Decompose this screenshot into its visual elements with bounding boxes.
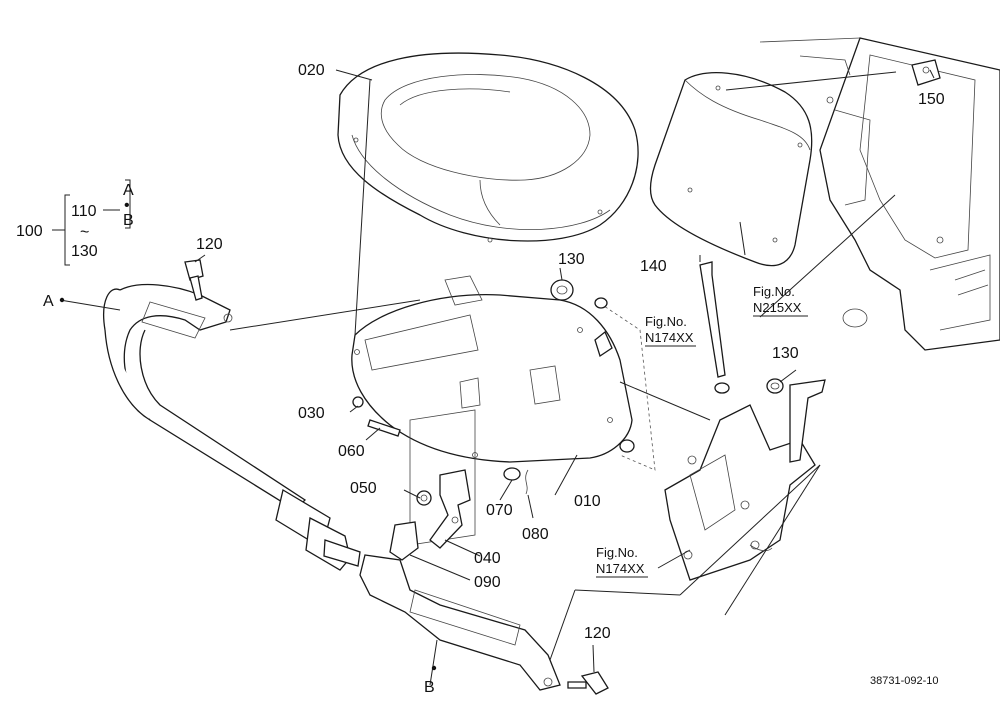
fig-reference-2: Fig.No. N215XX [753,284,808,317]
drawing-code: 38731-092-10 [870,675,939,687]
fig-reference-1: Fig.No. N174XX [645,314,696,347]
label-060: 060 [338,443,365,460]
label-belt-b: B [424,679,435,696]
label-130-right: 130 [772,345,799,362]
lever-assembly-drawing [389,469,471,561]
label-030: 030 [298,405,325,422]
label-090: 090 [474,574,501,591]
fig-reference-1-code: N174XX [645,330,694,345]
label-010: 010 [574,493,601,510]
bolts-drawing [184,59,941,695]
seat-belt-drawing [103,283,561,691]
label-040: 040 [474,550,501,567]
group-brackets [52,179,131,266]
bracket-drawing [664,261,826,581]
leader-lines [59,69,935,686]
label-group-b: B [123,212,134,229]
belt-b-dot [431,665,437,671]
fig-reference-2-code: N215XX [753,300,802,315]
fig-reference-1-title: Fig.No. [645,314,687,329]
label-100: 100 [16,223,43,240]
fig-reference-3-title: Fig.No. [596,545,638,560]
label-group-a: A [123,182,134,199]
belt-a-dot [59,297,65,303]
label-050: 050 [350,480,377,497]
label-120-top: 120 [196,236,223,253]
label-020: 020 [298,62,325,79]
label-110: 110 [71,203,97,220]
label-140: 140 [640,258,667,275]
label-120-bottom: 120 [584,625,611,642]
label-tilde: ~ [80,224,89,241]
backrest-drawing [649,72,813,267]
label-group-dot: • [124,197,130,214]
label-150: 150 [918,91,945,108]
seat-cushion-drawing [337,52,639,243]
machine-frame-drawing [759,37,1000,351]
label-belt-a: A [43,293,54,310]
fig-reference-3-code: N174XX [596,561,645,576]
fig-reference-2-title: Fig.No. [753,284,795,299]
label-070: 070 [486,502,513,519]
label-130-range: 130 [71,243,98,260]
label-080: 080 [522,526,549,543]
label-130-top: 130 [558,251,585,268]
fig-reference-3: Fig.No. N174XX [596,545,648,578]
